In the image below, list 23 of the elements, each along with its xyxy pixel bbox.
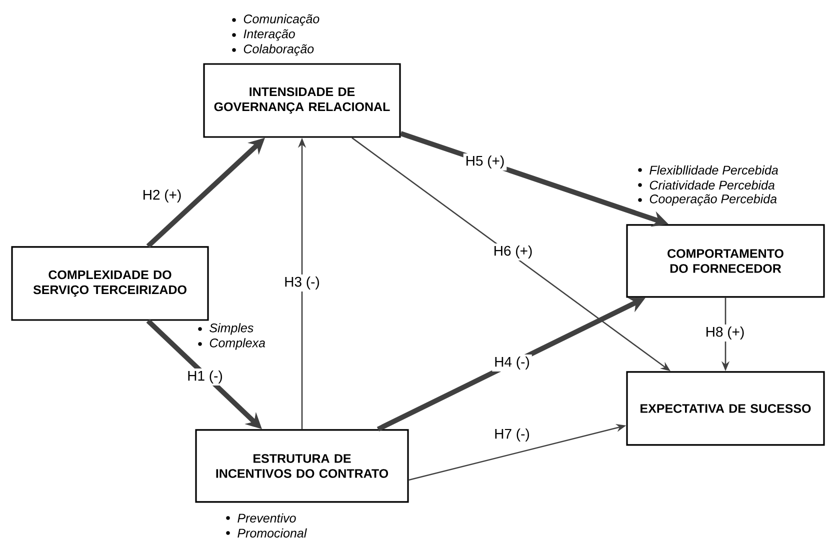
attribute-text: Comunicação — [244, 14, 320, 26]
attribute-text: Preventivo — [238, 513, 296, 523]
construct-box: COMPORTAMENTO DO FORNECEDOR — [626, 224, 825, 298]
construct-box: INTENSIDADE DE GOVERNANÇA RELACIONAL — [203, 63, 401, 138]
edge-label: H1 (-) — [185, 368, 225, 386]
attribute-text: Criatividade Percebida — [650, 180, 774, 190]
construct-box: EXPECTATIVA DE SUCESSO — [626, 371, 825, 446]
attribute-text: Colaboração — [244, 44, 314, 56]
attribute-text: Flexibllidade Percebida — [650, 165, 778, 175]
attribute-text: Simples — [210, 323, 254, 335]
construct-box: ESTRUTURA DE INCENTIVOS DO CONTRATO — [195, 429, 409, 503]
edge-label: H2 (+) — [140, 187, 184, 204]
construct-box: COMPLEXIDADE DO SERVIÇO TERCEIRIZADO — [11, 246, 209, 321]
attribute-text: Interação — [244, 29, 295, 41]
attribute-text: Complexa — [210, 338, 266, 350]
edge-label: H3 (-) — [282, 274, 322, 292]
edge-label: H4 (-) — [492, 354, 532, 372]
edge-label: H5 (+) — [463, 153, 507, 170]
attribute-text: Cooperação Percebida — [650, 194, 777, 206]
edge-label: H6 (+) — [491, 243, 535, 260]
attribute-text: Promocional — [238, 528, 307, 538]
edge-label: H8 (+) — [703, 324, 747, 342]
edge-label: H7 (-) — [492, 426, 532, 444]
